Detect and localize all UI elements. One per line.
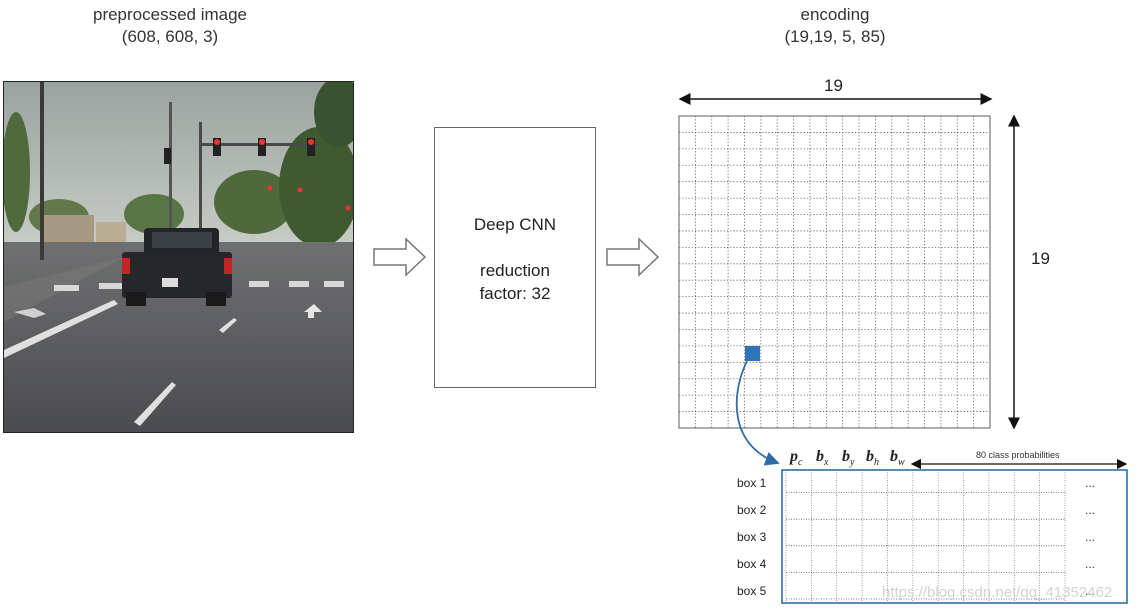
grid-border (678, 115, 991, 429)
encoding-grid-diagram (678, 93, 1128, 604)
encoding-shape-label: (19,19, 5, 85) (784, 27, 886, 46)
anchor-boxes-table (785, 470, 1066, 603)
grid-height-label: 19 (1031, 249, 1050, 268)
watermark-text: https://blog.csdn.net/qq_41352462 (882, 584, 1113, 601)
row-1-ellipsis: ... (1085, 476, 1096, 490)
attr-subscript: w (898, 457, 905, 469)
encoding-title-line1: encoding (800, 5, 870, 24)
deep-cnn-box: Deep CNN reduction factor: 32 (434, 127, 596, 388)
arrow-to-cnn-icon (373, 237, 427, 277)
reduction-factor-label: factor: 32 (479, 284, 551, 303)
row-5-ellipsis: ... (1085, 584, 1096, 598)
bw-attribute-label: bw (890, 448, 905, 468)
bx-attribute-label: bx (816, 448, 828, 468)
attr-subscript: h (874, 457, 879, 469)
anchor-table-border (781, 469, 1128, 604)
highlighted-grid-cell (745, 346, 760, 361)
attr-symbol: b (890, 448, 898, 465)
box-1-label: box 1 (737, 476, 767, 490)
attr-symbol: b (816, 448, 824, 465)
encoding-title: encoding (19,19, 5, 85) (730, 4, 940, 48)
box-5-label: box 5 (737, 584, 767, 598)
attr-subscript: y (850, 457, 855, 469)
cell-to-anchors-connector (735, 360, 780, 466)
box-2-label: box 2 (737, 503, 767, 517)
class-probabilities-label: 80 class probabilities (976, 450, 1060, 460)
by-attribute-label: by (842, 448, 854, 468)
street-scene-image (4, 82, 353, 432)
reduction-label: reduction (480, 261, 550, 280)
grid-width-label: 19 (824, 76, 843, 95)
cnn-name-label: Deep CNN (473, 215, 557, 234)
attr-subscript: x (824, 457, 829, 469)
bh-attribute-label: bh (866, 448, 879, 468)
input-image-title: preprocessed image (608, 608, 3) (40, 4, 300, 48)
row-2-ellipsis: ... (1085, 503, 1096, 517)
box-3-label: box 3 (737, 530, 767, 544)
input-street-photo (3, 81, 354, 433)
input-title-line1: preprocessed image (92, 5, 248, 24)
attr-subscript: c (798, 457, 803, 469)
grid-19x19 (679, 116, 990, 428)
row-3-ellipsis: ... (1085, 530, 1096, 544)
row-4-ellipsis: ... (1085, 557, 1096, 571)
attr-symbol: b (866, 448, 874, 465)
pc-attribute-label: pc (790, 448, 802, 468)
box-4-label: box 4 (737, 557, 767, 571)
attr-symbol: b (842, 448, 850, 465)
arrow-to-encoding-icon (606, 237, 660, 277)
input-shape-label: (608, 608, 3) (121, 27, 219, 46)
attr-symbol: p (790, 448, 798, 465)
